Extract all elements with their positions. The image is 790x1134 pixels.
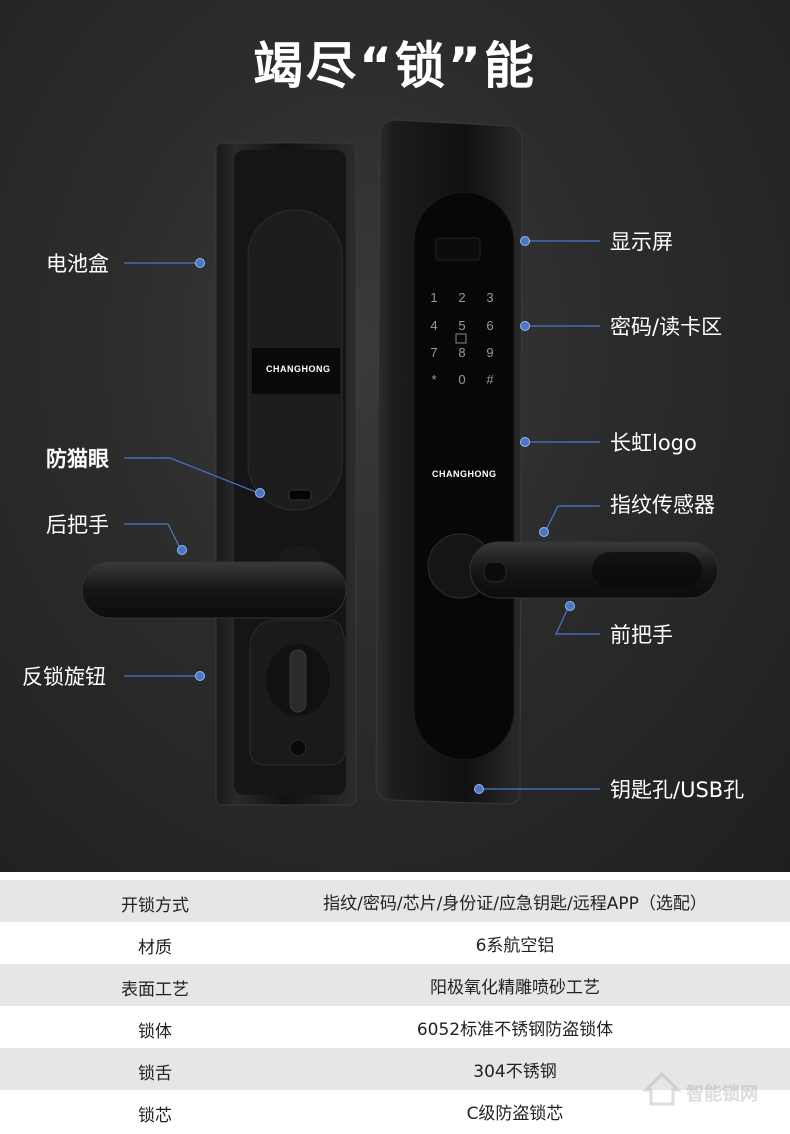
peephole-slot [288, 489, 312, 501]
spec-value: 指纹/密码/芯片/身份证/应急钥匙/远程APP（选配） [323, 894, 707, 914]
callout-front-handle: 前把手 [610, 623, 673, 647]
spec-table: 开锁方式 指纹/密码/芯片/身份证/应急钥匙/远程APP（选配） 材质 6系航空… [0, 880, 790, 1134]
callout-rear-handle: 后把手 [46, 513, 109, 537]
spec-value: 6系航空铝 [475, 936, 555, 956]
callout-fingerprint-sensor: 指纹传感器 [610, 493, 715, 517]
house-icon [642, 1071, 682, 1106]
spec-row: 锁芯 C级防盗锁芯 [0, 1090, 790, 1132]
spec-row: 锁舌 304不锈钢 [0, 1048, 790, 1090]
key-9[interactable]: 9 [486, 345, 493, 360]
spec-row: 开锁方式 指纹/密码/芯片/身份证/应急钥匙/远程APP（选配） [0, 880, 790, 922]
spec-row: 表面工艺 阳极氧化精雕喷砂工艺 [0, 964, 790, 1006]
key-8[interactable]: 8 [458, 345, 465, 360]
spec-value: 304不锈钢 [473, 1062, 557, 1082]
rear-handle[interactable] [81, 561, 347, 619]
key-2[interactable]: 2 [458, 290, 465, 305]
key-4[interactable]: 4 [430, 318, 437, 333]
spec-row: 锁体 6052标准不锈钢防盗锁体 [0, 1006, 790, 1048]
key-0[interactable]: 0 [458, 372, 465, 387]
spec-value: 6052标准不锈钢防盗锁体 [416, 1020, 614, 1040]
display-window [435, 237, 481, 261]
page-title: 竭尽“锁”能 [253, 37, 537, 95]
spec-key: 开锁方式 [121, 896, 189, 916]
lock-knob[interactable] [289, 649, 307, 713]
key-3[interactable]: 3 [486, 290, 493, 305]
callout-lines [124, 240, 600, 790]
callout-anti-peephole: 防猫眼 [46, 447, 109, 471]
hero-section: 竭尽“锁”能 [0, 0, 790, 872]
spec-value: 阳极氧化精雕喷砂工艺 [430, 978, 600, 998]
callout-battery-box: 电池盒 [46, 252, 109, 276]
front-brand-logo: CHANGHONG [432, 469, 497, 479]
spec-key: 锁芯 [138, 1106, 172, 1126]
key-1[interactable]: 1 [430, 290, 437, 305]
key-star[interactable]: * [431, 372, 436, 387]
watermark: 智能锁网 [640, 1062, 780, 1112]
spec-key: 锁体 [138, 1022, 172, 1042]
key-5[interactable]: 5 [458, 318, 465, 333]
spec-value: C级防盗锁芯 [466, 1104, 564, 1124]
card-reader-icon [455, 333, 467, 344]
smart-lock-illustration: 1 2 3 4 5 6 7 8 9 * 0 # [81, 119, 719, 806]
spec-key: 锁舌 [138, 1064, 172, 1084]
key-6[interactable]: 6 [486, 318, 493, 333]
watermark-text: 智能锁网 [686, 1084, 758, 1105]
callout-display: 显示屏 [610, 230, 673, 254]
callout-dots [177, 236, 575, 794]
rear-keyhole [289, 739, 307, 757]
callout-keyhole-usb: 钥匙孔/USB孔 [610, 778, 745, 802]
spec-key: 材质 [138, 938, 172, 958]
fingerprint-sensor-pad[interactable] [483, 561, 507, 583]
rear-panel [81, 142, 357, 806]
spec-key: 表面工艺 [121, 980, 189, 1000]
rear-logo-plate [252, 348, 340, 394]
callout-password-card: 密码/读卡区 [610, 315, 723, 339]
key-hash[interactable]: # [486, 372, 494, 387]
rear-brand-logo: CHANGHONG [266, 364, 331, 374]
callout-changhong-logo: 长虹logo [610, 431, 697, 455]
keypad: 1 2 3 4 5 6 7 8 9 * 0 # [430, 290, 494, 387]
front-panel: 1 2 3 4 5 6 7 8 9 * 0 # [375, 119, 719, 805]
callout-lock-knob: 反锁旋钮 [22, 665, 106, 689]
spec-row: 材质 6系航空铝 [0, 922, 790, 964]
key-7[interactable]: 7 [430, 345, 437, 360]
